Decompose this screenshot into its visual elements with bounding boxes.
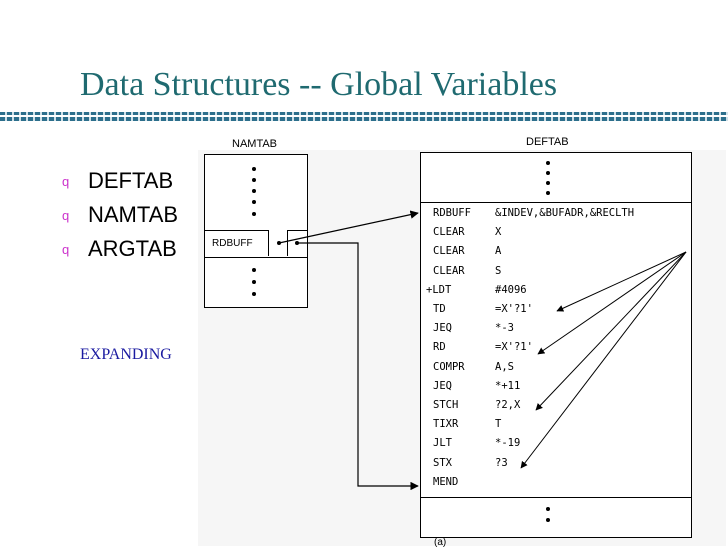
deftab-operand: A (495, 245, 502, 258)
ellipsis-dot (252, 292, 256, 296)
figure-caption: (a) (434, 537, 447, 548)
bullet-list: q DEFTAB q NAMTAB q ARGTAB (62, 164, 178, 266)
ellipsis-dot (546, 507, 550, 511)
deftab-operand: *+11 (495, 379, 521, 392)
deftab-row: STCH ?2,X (433, 399, 520, 411)
deftab-row: RDBUFF&INDEV,&BUFADR,&RECLTH (433, 207, 634, 219)
bullet-text: NAMTAB (88, 202, 179, 227)
deftab-operand: T (495, 418, 502, 431)
deftab-opcode: RDBUFF (433, 207, 471, 219)
deftab-opcode: RD (433, 341, 446, 354)
ellipsis-dot (252, 268, 256, 272)
deftab-row: COMPR A,S (433, 361, 514, 373)
namtab-entry-name: RDBUFF (212, 238, 253, 249)
ellipsis-dot (546, 191, 550, 195)
deftab-operand: =X'?1' (495, 341, 533, 354)
deftab-opcode: JEQ (433, 379, 452, 392)
title-divider (0, 112, 728, 121)
ellipsis-dot (252, 178, 256, 182)
ellipsis-dot (252, 212, 256, 216)
deftab-operand: =X'?1' (495, 303, 533, 315)
arg-ref-arrow (535, 251, 687, 411)
bullet-q-icon: q (62, 241, 70, 257)
deftab-operand: ?2,X (495, 399, 521, 411)
bullet-item: q ARGTAB (62, 232, 178, 266)
deftab-operand: S (495, 264, 502, 277)
deftab-row: JLT *-19 (433, 437, 520, 449)
deftab-operand: ?3 (495, 456, 508, 469)
ellipsis-dot (252, 280, 256, 284)
deftab-row: JEQ *-3 (433, 322, 514, 334)
deftab-row: MEND (433, 476, 495, 488)
bullet-item: q DEFTAB (62, 164, 178, 198)
deftab-row: CLEAR A (433, 245, 501, 257)
deftab-operand: *-19 (495, 437, 521, 450)
deftab-opcode: COMPR (433, 360, 465, 373)
pointer-to-macro-end (297, 242, 419, 491)
deftab-row: JEQ *+11 (433, 380, 520, 392)
deftab-label: DEFTAB (526, 136, 569, 148)
expanding-note: EXPANDING (80, 346, 172, 363)
deftab-opcode: CLEAR (433, 226, 465, 239)
deftab-opcode: JEQ (433, 322, 452, 335)
arg-ref-arrow (556, 251, 687, 312)
bullet-q-icon: q (62, 173, 70, 189)
deftab-opcode: STX (433, 456, 452, 469)
deftab-row: TIXR T (433, 418, 501, 430)
deftab-opcode: +LDT (426, 283, 452, 296)
deftab-opcode: TD (433, 303, 446, 315)
deftab-opcode: TIXR (433, 418, 459, 431)
ellipsis-dot (252, 167, 256, 171)
deftab-operand: &INDEV,&BUFADR,&RECLTH (495, 207, 635, 219)
bullet-text: DEFTAB (88, 168, 174, 193)
deftab-row: TD =X'?1' (433, 303, 533, 315)
ellipsis-dot (546, 161, 550, 165)
ellipsis-dot (546, 181, 550, 185)
deftab-opcode: JLT (433, 437, 452, 450)
ellipsis-dot (252, 189, 256, 193)
deftab-opcode: CLEAR (433, 264, 465, 277)
deftab-row: CLEAR S (433, 265, 501, 277)
bullet-item: q NAMTAB (62, 198, 178, 232)
bullet-text: ARGTAB (88, 236, 177, 261)
bullet-q-icon: q (62, 207, 70, 223)
arg-ref-arrow (537, 251, 687, 355)
ellipsis-dot (546, 518, 550, 522)
deftab-row: +LDT #4096 (426, 284, 527, 296)
pointer-to-macro-start (278, 210, 419, 244)
deftab-row: RD =X'?1' (433, 341, 533, 353)
deftab-opcode: MEND (433, 475, 459, 488)
deftab-opcode: CLEAR (433, 245, 465, 258)
deftab-operand: X (495, 226, 502, 239)
deftab-row: STX ?3 (433, 457, 508, 469)
ellipsis-dot (252, 200, 256, 204)
deftab-operand: *-3 (495, 322, 514, 335)
deftab-opcode: STCH (433, 399, 459, 411)
deftab-operand: #4096 (495, 283, 527, 296)
deftab-row: CLEAR X (433, 226, 501, 238)
namtab-label: NAMTAB (232, 138, 278, 150)
namtab-entry-row (204, 230, 308, 258)
slide-title: Data Structures -- Global Variables (80, 66, 558, 103)
arg-ref-arrow (520, 251, 687, 469)
ellipsis-dot (546, 171, 550, 175)
deftab-body (420, 202, 692, 498)
deftab-operand: A,S (495, 360, 514, 373)
